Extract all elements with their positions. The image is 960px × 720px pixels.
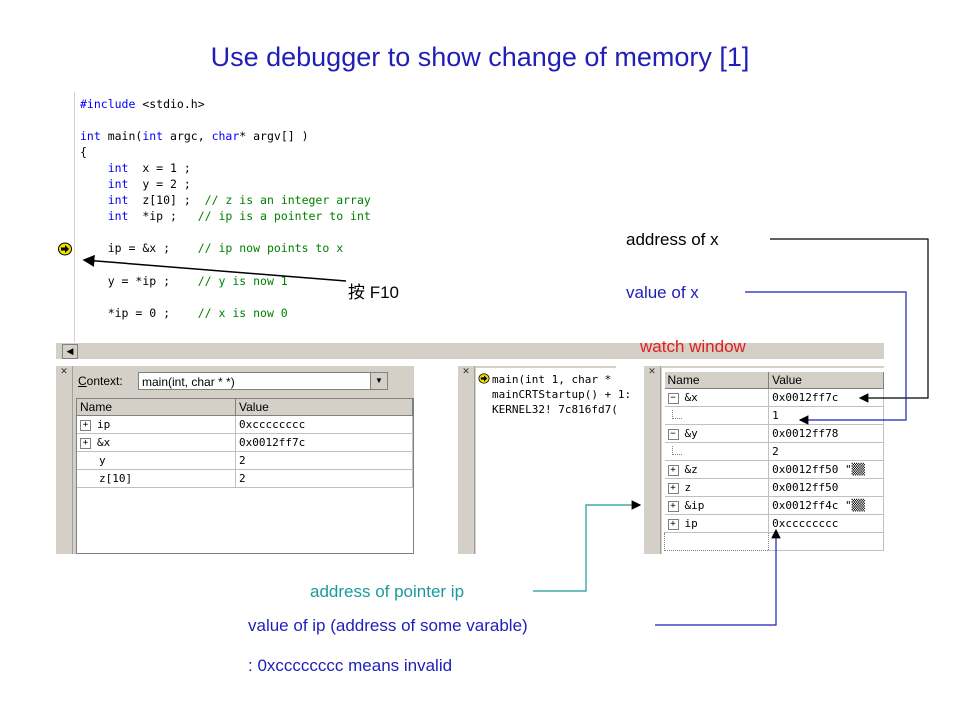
value-of-ip-label: value of ip (address of some varable)	[248, 616, 528, 635]
table-row[interactable]: z[10] 2	[77, 469, 413, 488]
tree-branch-icon	[671, 410, 682, 419]
value-of-x-label: value of x	[626, 283, 699, 302]
address-of-x-label: address of x	[626, 230, 719, 249]
column-header-value[interactable]: Value	[235, 399, 413, 416]
editor-horizontal-scrollbar[interactable]: ◀	[56, 342, 884, 359]
variables-pane-content: Context: main(int, char * *) ▼ Name Valu…	[74, 368, 414, 554]
table-row[interactable]: +ip 0xcccccccc	[77, 415, 413, 434]
editor-gutter	[56, 92, 75, 342]
expand-icon[interactable]: +	[667, 464, 679, 476]
table-row[interactable]: 2	[664, 442, 884, 461]
call-stack-list: main(int 1, char * mainCRTStartup() + 1: K…	[492, 372, 631, 417]
expand-icon[interactable]: +	[80, 419, 91, 431]
watch-pane-close-icon[interactable]: ✕	[644, 366, 661, 554]
table-row[interactable]: +&z 0x0012ff50 "▒▒	[664, 460, 884, 479]
tree-branch-icon	[671, 446, 682, 455]
source-code: #include <stdio.h> int main(int argc, ch…	[80, 97, 371, 320]
current-line-arrow-icon	[58, 242, 72, 256]
expand-icon[interactable]: +	[667, 518, 679, 530]
watch-new-entry-row[interactable]	[663, 532, 884, 551]
context-dropdown-value: main(int, char * *)	[142, 375, 235, 389]
call-stack-pane: ✕ main(int 1, char * mainCRTStartup() + 1…	[458, 366, 631, 554]
code-editor[interactable]: #include <stdio.h> int main(int argc, ch…	[56, 92, 884, 342]
chevron-down-icon[interactable]: ▼	[370, 373, 387, 389]
expand-icon[interactable]: +	[667, 500, 679, 512]
table-row[interactable]: +&ip 0x0012ff4c "▒▒	[664, 496, 884, 515]
watch-pane-content: Name Value −&x 0x0012ff7c 1 −&y 0x0012ff…	[662, 368, 884, 554]
expand-icon[interactable]: +	[80, 437, 91, 449]
watch-window-label: watch window	[640, 337, 746, 356]
context-dropdown[interactable]: main(int, char * *) ▼	[138, 372, 388, 390]
list-item[interactable]: mainCRTStartup() + 1:	[492, 388, 632, 401]
watch-pane: ✕ Name Value −&x 0x0012ff7c 1 −&y 0x0012…	[644, 366, 884, 554]
list-item[interactable]: main(int 1, char *	[492, 373, 612, 386]
slide-title: Use debugger to show change of memory [1…	[210, 42, 750, 72]
variables-pane: ✕ Context: main(int, char * *) ▼ Name Va…	[56, 366, 414, 554]
table-row[interactable]: +z 0x0012ff50	[664, 478, 884, 497]
column-header-name[interactable]: Name	[664, 372, 770, 389]
call-stack-pane-close-icon[interactable]: ✕	[458, 366, 475, 554]
watch-grid: Name Value −&x 0x0012ff7c 1 −&y 0x0012ff…	[663, 372, 884, 554]
press-f10-label: 按 F10	[348, 283, 400, 302]
scroll-left-icon[interactable]: ◀	[62, 344, 78, 359]
watch-new-entry-input[interactable]	[663, 532, 770, 551]
collapse-icon[interactable]: −	[667, 428, 679, 440]
collapse-icon[interactable]: −	[667, 392, 679, 404]
variables-pane-close-icon[interactable]: ✕	[56, 366, 73, 554]
list-item[interactable]: KERNEL32! 7c816fd7(	[492, 403, 618, 416]
address-of-pointer-ip-label: address of pointer ip	[310, 582, 465, 601]
table-row[interactable]: 1	[664, 406, 884, 425]
variables-grid: Name Value +ip 0xcccccccc +&x 0x0012ff7c…	[76, 398, 414, 554]
column-header-name[interactable]: Name	[77, 399, 236, 416]
table-row[interactable]: y 2	[77, 451, 413, 470]
expand-icon[interactable]: +	[667, 482, 679, 494]
context-label: Context:	[78, 374, 123, 388]
call-stack-content: main(int 1, char * mainCRTStartup() + 1: K…	[476, 368, 631, 554]
table-row[interactable]: +&x 0x0012ff7c	[77, 433, 413, 452]
table-row[interactable]: +ip 0xcccccccc	[664, 514, 884, 533]
column-header-value[interactable]: Value	[768, 372, 884, 389]
invalid-note-label: : 0xcccccccc means invalid	[248, 656, 453, 675]
table-row[interactable]: −&x 0x0012ff7c	[664, 388, 884, 407]
current-frame-arrow-icon	[478, 373, 490, 384]
table-row[interactable]: −&y 0x0012ff78	[664, 424, 884, 443]
